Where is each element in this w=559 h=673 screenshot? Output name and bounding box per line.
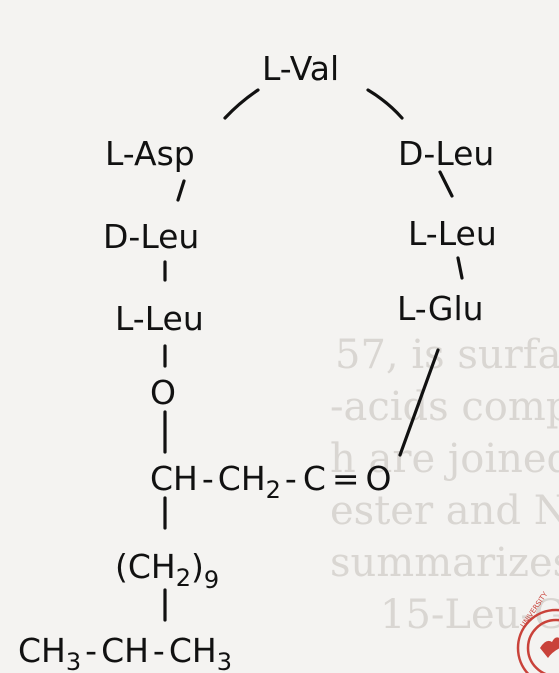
residue-d-leu-left: D-Leu [103, 217, 199, 256]
terminal-ch3-left: CH [18, 631, 66, 670]
residue-l-asp: L-Asp [105, 134, 195, 173]
terminal-ch3-right-subscript: 3 [217, 648, 232, 673]
carbonyl-oxygen: O [366, 459, 392, 498]
dash: - [153, 631, 165, 670]
beta-carbon-row: CH-CH2-C=O [150, 459, 392, 504]
terminal-ch: CH [101, 631, 149, 670]
bleed-through-text: 57, is surface activ -acids comprising 1… [330, 332, 559, 638]
methylene-count: 9 [204, 566, 219, 594]
methylene-close: ) [191, 547, 204, 586]
bond-val-dleu [366, 88, 404, 120]
seal-inner-ring [526, 618, 559, 673]
bonds [163, 88, 464, 622]
bleed-line: -acids comprising 1334 [330, 384, 559, 430]
bond-asp-dleu [176, 179, 186, 202]
residue-d-leu-right: D-Leu [398, 134, 494, 173]
bleed-line: 15-Leu-Glu R [380, 592, 559, 638]
beta-ch: CH [150, 459, 198, 498]
bond-glu-carbonyl [398, 348, 440, 457]
residue-l-leu-right: L-Leu [408, 214, 497, 253]
dash: - [85, 631, 97, 670]
residue-l-glu: L-Glu [397, 289, 484, 328]
methylene-repeat-subscript: 2 [176, 564, 191, 592]
terminal-isopropyl-row: CH3-CH-CH3 [18, 631, 232, 673]
double-bond: = [332, 459, 360, 498]
residue-l-val: L-Val [262, 49, 339, 88]
ester-oxygen: O [150, 373, 176, 412]
seal-outer-ring [516, 608, 559, 673]
bond-val-asp [223, 88, 260, 120]
peptide-ring: L-Val L-Asp D-Leu L-Leu D-Leu L-Leu L-Gl… [103, 49, 497, 338]
bleed-line: h are joined th [330, 436, 559, 482]
bleed-line: 57, is surface activ [335, 332, 559, 378]
dash: - [285, 459, 297, 498]
methylene-repeat: (CH2)9 [115, 547, 219, 594]
bleed-line: summarizes the chem [330, 540, 559, 586]
methylene-ch: CH [218, 459, 266, 498]
residue-l-leu-left: L-Leu [115, 299, 204, 338]
dash: - [202, 459, 214, 498]
seal-emblem-icon [540, 637, 559, 658]
bond-dleu-lleu-right [438, 170, 454, 198]
terminal-ch3-right: CH [169, 631, 217, 670]
carbonyl-carbon: C [303, 459, 326, 498]
fatty-acid-chain: O CH-CH2-C=O (CH2)9 CH3-CH-CH3 [18, 373, 392, 673]
methylene-open: (CH [115, 547, 176, 586]
methylene-subscript: 2 [266, 476, 281, 504]
bond-lleu-glu [456, 256, 464, 280]
terminal-ch3-left-subscript: 3 [66, 648, 81, 673]
bleed-line: ester and N-acyl link [330, 488, 559, 534]
